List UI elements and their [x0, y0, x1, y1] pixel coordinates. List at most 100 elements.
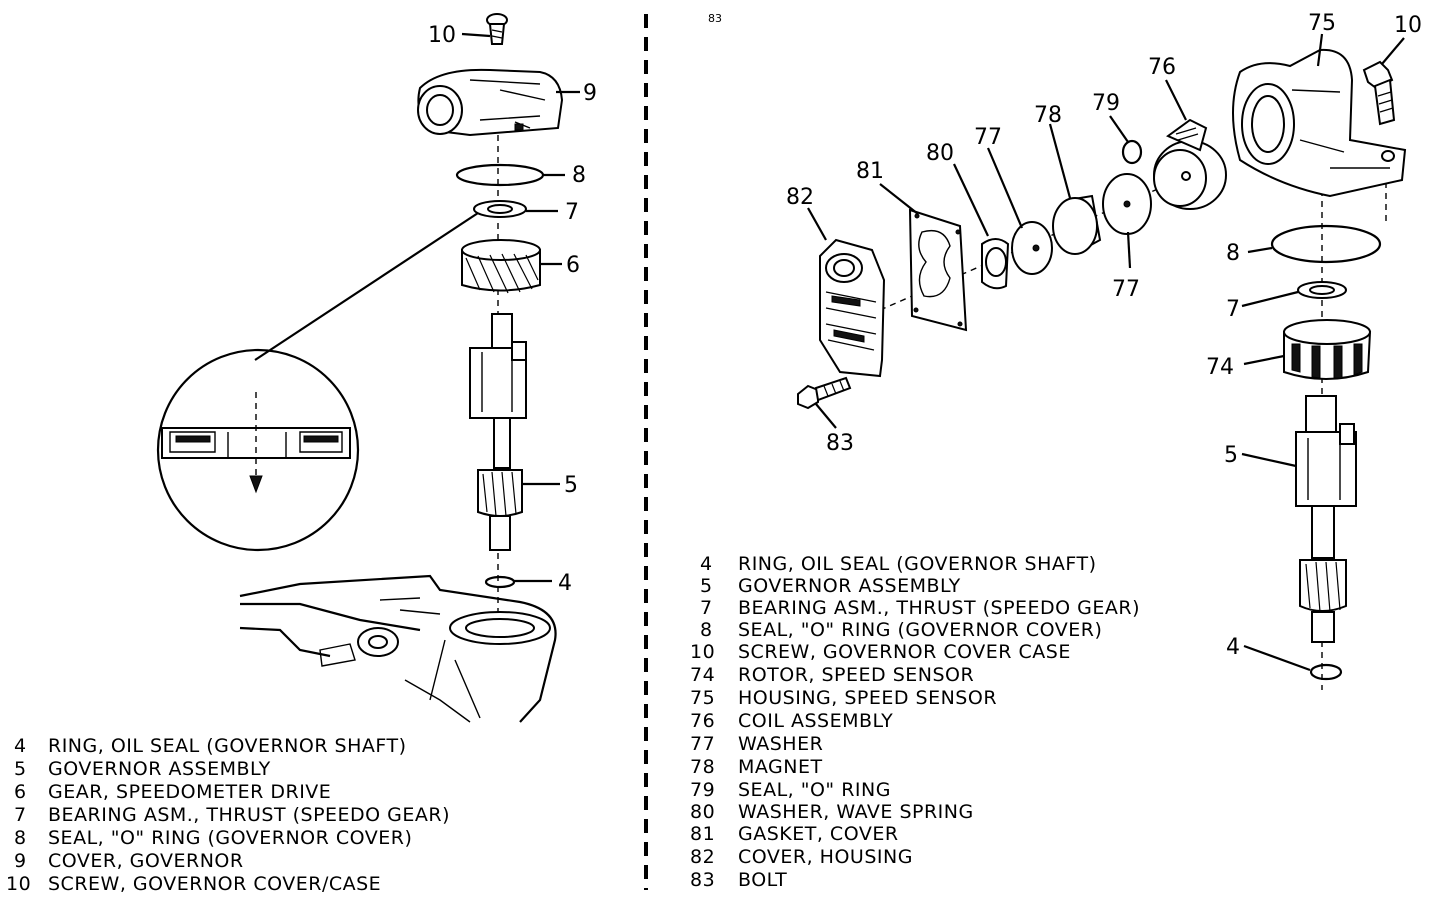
magnified-inset: [156, 212, 479, 552]
speed-sensor-rotor-drawing: [1283, 319, 1372, 380]
left-exploded-view: 10 9 8 7 6 5 4: [156, 13, 597, 723]
bolt-10-drawing: [1362, 60, 1396, 126]
legend-text: SEAL, "O" RING (GOVERNOR COVER): [48, 827, 412, 849]
legend-text: GOVERNOR ASSEMBLY: [48, 758, 271, 780]
legend-text: RING, OIL SEAL (GOVERNOR SHAFT): [48, 735, 407, 757]
legend-text: BOLT: [738, 869, 787, 891]
legend-text: SEAL, "O" RING: [738, 779, 891, 801]
callout-79: 79: [1092, 91, 1120, 116]
legend-num: 81: [690, 823, 715, 845]
legend-num: 8: [700, 619, 713, 641]
legend-text: GASKET, COVER: [738, 823, 899, 845]
legend-num: 78: [690, 756, 715, 778]
legend-num: 10: [6, 873, 31, 895]
legend-num: 7: [700, 597, 713, 619]
legend-text: MAGNET: [738, 756, 823, 778]
legend-num: 6: [14, 781, 27, 803]
legend-num: 77: [690, 733, 715, 755]
thrust-bearing-7-drawing: [473, 200, 527, 218]
legend-text: SCREW, GOVERNOR COVER CASE: [738, 641, 1071, 663]
callout-5: 5: [1224, 443, 1238, 468]
legend-num: 79: [690, 779, 715, 801]
legend-num: 5: [14, 758, 27, 780]
housing-cover-drawing: [819, 238, 886, 378]
o-ring-79-drawing: [1121, 139, 1143, 165]
legend-text: WASHER, WAVE SPRING: [738, 801, 974, 823]
callout-9: 9: [583, 81, 597, 106]
wave-spring-washer-drawing: [981, 238, 1010, 290]
legend-num: 83: [690, 869, 715, 891]
callout-74: 74: [1206, 355, 1234, 380]
left-leader-lines: [461, 32, 580, 583]
washer-77-left-drawing: [1011, 221, 1053, 275]
callout-10: 10: [1394, 13, 1422, 38]
legend-text: SCREW, GOVERNOR COVER/CASE: [48, 873, 381, 895]
thrust-bearing-7-right-drawing: [1297, 281, 1347, 299]
transmission-case-drawing: [239, 574, 557, 723]
callout-8: 8: [572, 163, 586, 188]
speedo-gear-6-drawing: [461, 239, 541, 294]
o-ring-8-drawing: [455, 163, 545, 187]
washer-77-right-drawing: [1102, 173, 1152, 235]
coil-assembly-drawing: [1153, 118, 1227, 210]
legend-text: SEAL, "O" RING (GOVERNOR COVER): [738, 619, 1102, 641]
legend-num: 4: [14, 735, 27, 757]
callout-81: 81: [856, 159, 884, 184]
callout-4: 4: [1226, 635, 1240, 660]
page-mark: 83: [708, 12, 722, 25]
callout-4: 4: [558, 571, 572, 596]
gasket-drawing: [908, 208, 968, 332]
right-exploded-view: 75 10 76 79 78 77 80 81 82 8 77 7 74 5 8…: [786, 11, 1422, 690]
right-leader-lines: [807, 33, 1405, 672]
legend-num: 80: [690, 801, 715, 823]
legend-num: 75: [690, 687, 715, 709]
speed-sensor-housing-drawing: [1232, 48, 1407, 198]
governor-cover-drawing: [417, 68, 564, 137]
callout-77: 77: [1112, 277, 1140, 302]
legend-num: 7: [14, 804, 27, 826]
callout-80: 80: [926, 141, 954, 166]
callout-7: 7: [1226, 297, 1240, 322]
legend-num: 82: [690, 846, 715, 868]
oil-seal-ring-4-drawing: [484, 575, 516, 589]
callout-8: 8: [1226, 241, 1240, 266]
callout-83: 83: [826, 431, 854, 456]
legend-text: BEARING ASM., THRUST (SPEEDO GEAR): [738, 597, 1140, 619]
legend-text: BEARING ASM., THRUST (SPEEDO GEAR): [48, 804, 450, 826]
legend-num: 10: [690, 641, 715, 663]
legend-text: GEAR, SPEEDOMETER DRIVE: [48, 781, 331, 803]
right-legend: 4 RING, OIL SEAL (GOVERNOR SHAFT) 5 GOVE…: [690, 553, 1140, 891]
magnet-drawing: [1052, 194, 1102, 255]
callout-7: 7: [565, 200, 579, 225]
legend-text: COIL ASSEMBLY: [738, 710, 893, 732]
legend-num: 8: [14, 827, 27, 849]
legend-text: RING, OIL SEAL (GOVERNOR SHAFT): [738, 553, 1097, 575]
screw-10-drawing: [486, 13, 508, 45]
legend-text: GOVERNOR ASSEMBLY: [738, 575, 961, 597]
oil-seal-ring-4-right-drawing: [1309, 663, 1343, 681]
bolt-83-drawing: [797, 376, 852, 410]
legend-num: 74: [690, 664, 715, 686]
legend-num: 5: [700, 575, 713, 597]
legend-num: 4: [700, 553, 713, 575]
legend-num: 9: [14, 850, 27, 872]
legend-text: HOUSING, SPEED SENSOR: [738, 687, 997, 709]
callout-76: 76: [1148, 55, 1176, 80]
callout-6: 6: [566, 253, 580, 278]
callout-75: 75: [1308, 11, 1336, 36]
left-legend: 4 RING, OIL SEAL (GOVERNOR SHAFT) 5 GOVE…: [6, 735, 450, 895]
callout-82: 82: [786, 185, 814, 210]
governor-assembly-5-right-drawing: [1295, 395, 1357, 643]
callout-10: 10: [428, 23, 456, 48]
callout-78: 78: [1034, 103, 1062, 128]
legend-text: COVER, GOVERNOR: [48, 850, 244, 872]
legend-text: ROTOR, SPEED SENSOR: [738, 664, 974, 686]
governor-assembly-5-drawing: [469, 313, 527, 551]
legend-text: WASHER: [738, 733, 823, 755]
o-ring-8-right-drawing: [1270, 224, 1382, 264]
legend-text: COVER, HOUSING: [738, 846, 913, 868]
callout-77: 77: [974, 125, 1002, 150]
callout-5: 5: [564, 473, 578, 498]
legend-num: 76: [690, 710, 715, 732]
